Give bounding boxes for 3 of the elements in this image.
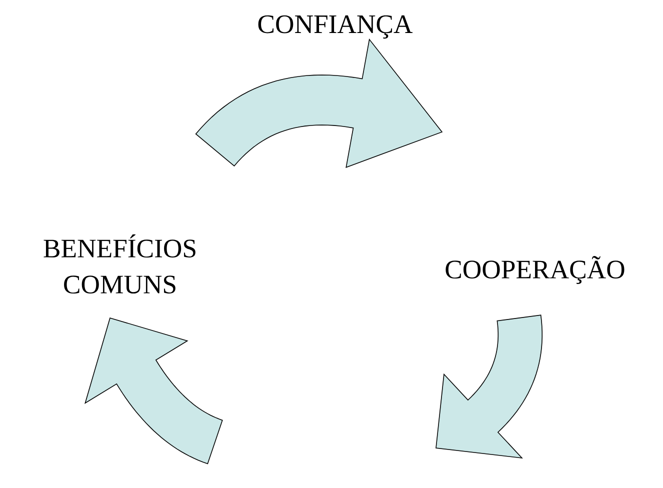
cycle-label: BENEFÍCIOS COMUNS <box>44 234 196 294</box>
cycle-label: CONFIANÇA <box>258 15 413 39</box>
cycle-label: COOPERAÇÃO <box>446 256 624 284</box>
